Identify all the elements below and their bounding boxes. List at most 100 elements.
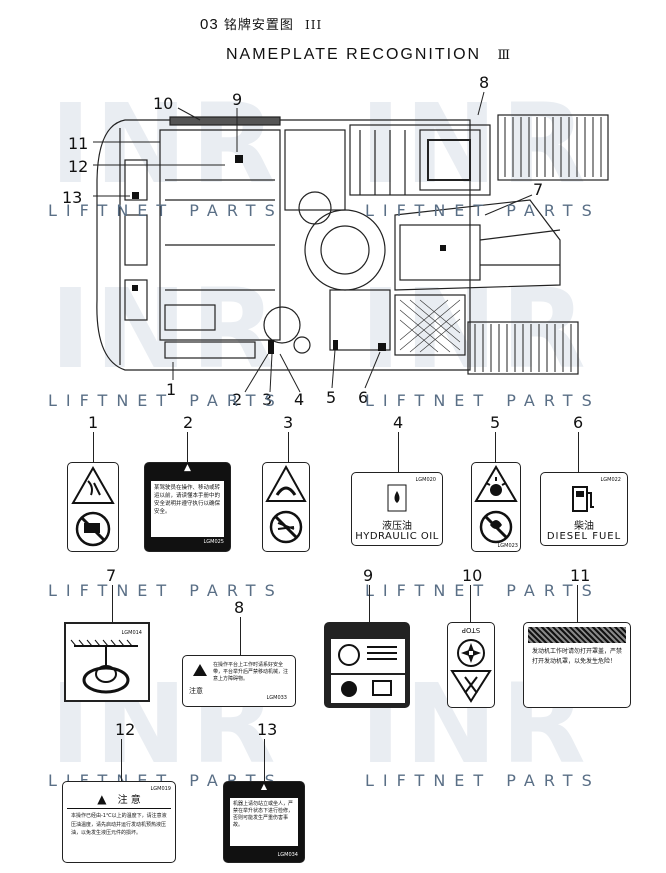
label-12-code: LGM019 (150, 786, 171, 792)
label-number-4: 4 (393, 413, 404, 432)
chapter-heading: 03 铭牌安置图 III (200, 14, 322, 33)
fuel-pump-icon (572, 486, 594, 512)
leader-line (398, 432, 399, 474)
chapter-title-cn: 铭牌安置图 (223, 17, 294, 32)
label-10-stop: STOP (461, 626, 481, 634)
label-number-3: 3 (283, 413, 294, 432)
label-13-platform-warning: ▲ 机器上请勿站立或坐人，严禁在举升状态下进行检修，否则可能发生严重伤害事故。 … (223, 781, 305, 863)
engine-pictogram-icon (331, 639, 405, 703)
leader-line (369, 585, 370, 622)
oil-drop-icon (387, 484, 407, 512)
fire-warning-icon (474, 465, 518, 544)
watermark-text: LIFTNET PARTS (365, 391, 601, 410)
label-3-entanglement-warning (262, 462, 310, 552)
label-13-text: 机器上请勿站立或坐人，严禁在举升状态下进行检修，否则可能发生严重伤害事故。 (230, 798, 298, 846)
watermark-logo: INR (50, 80, 280, 208)
page-title: NAMEPLATE RECOGNITION Ⅲ (226, 46, 512, 64)
caution-triangle-icon: ▲ (97, 792, 107, 806)
watermark-text: LIFTNET PARTS (365, 581, 601, 600)
leader-line (288, 432, 289, 462)
watermark-text: LIFTNET PARTS (365, 771, 601, 790)
leader-line (112, 585, 113, 622)
caution-triangle-icon (193, 664, 207, 676)
label-11-hood-warning: 发动机工作时请勿打开罩盖，严禁打开发动机罩，以免发生危险！ (523, 622, 631, 708)
callout-9: 9 (232, 90, 243, 109)
label-4-hydraulic-oil: LGM020 液压油 HYDRAULIC OIL (351, 472, 443, 546)
entanglement-warning-icon (265, 464, 307, 544)
callout-11: 11 (68, 134, 89, 153)
label-number-1: 1 (88, 413, 99, 432)
leader-line (577, 585, 578, 622)
leader-line (264, 739, 265, 781)
label-13-code: LGM034 (277, 852, 298, 858)
label-6-diesel-fuel: LGM022 柴油 DIESEL FUEL (540, 472, 628, 546)
label-number-8: 8 (234, 598, 245, 617)
label-6-en: DIESEL FUEL (546, 531, 622, 542)
label-12-title: 注 意 (117, 795, 141, 806)
watermark-text: LIFTNET PARTS (48, 391, 284, 410)
label-9-header (325, 623, 409, 637)
label-2-text: 某驾驶员在操作、移动或转运以前，请读懂本手册中的安全说明并遵守执行以确保安全。 (151, 481, 224, 537)
callout-1: 1 (166, 380, 177, 399)
label-7-code: LGM014 (121, 630, 142, 636)
warning-header: ▲ (184, 463, 191, 473)
chapter-roman: III (305, 18, 323, 32)
label-11-text: 发动机工作时请勿打开罩盖，严禁打开发动机罩，以免发生危险！ (532, 648, 623, 665)
label-10-stop-fan: STOP (447, 622, 495, 708)
label-number-7: 7 (106, 566, 117, 585)
callout-5: 5 (326, 388, 337, 407)
watermark-logo: INR (360, 265, 590, 393)
label-number-12: 12 (115, 720, 136, 739)
label-9-engine-safety: LGM006 (324, 622, 410, 708)
leader-line (121, 739, 122, 781)
label-8-text: 在操作平台上工作时请系好安全带，平台举升后严禁移动机械，注意上方障碍物。 (213, 662, 289, 682)
callout-13: 13 (62, 188, 83, 207)
label-9-code: LGM006 (382, 699, 403, 705)
watermark-text: LIFTNET PARTS (48, 581, 284, 600)
callout-6: 6 (358, 388, 369, 407)
label-5-code: LGM023 (497, 543, 518, 549)
label-4-cn: 液压油 (382, 521, 412, 532)
hand-crush-warning-icon (71, 465, 115, 547)
label-8-code: LGM033 (266, 695, 287, 701)
label-4-en: HYDRAULIC OIL (355, 531, 439, 542)
leader-line (93, 432, 94, 462)
watermark-logo: INR (50, 265, 280, 393)
leader-line (470, 585, 471, 622)
page-title-roman: Ⅲ (497, 48, 513, 63)
label-11-header (528, 627, 626, 643)
label-1-crush-warning (67, 462, 119, 552)
label-number-11: 11 (570, 566, 591, 585)
callout-3: 3 (262, 390, 273, 409)
label-number-2: 2 (183, 413, 194, 432)
label-6-cn: 柴油 (574, 521, 594, 532)
watermark-text: LIFTNET PARTS (365, 201, 601, 220)
tie-down-point-icon (70, 639, 138, 694)
label-13-header: ▲ (260, 782, 268, 791)
label-number-10: 10 (462, 566, 483, 585)
label-2-code: LGM025 (203, 539, 224, 545)
fan-warning-icon (450, 639, 492, 703)
label-12-low-temp-caution: LGM019 ▲ 注 意 本操作已经由-1℃以上的温度下，请注意液压油温度，请先… (62, 781, 176, 863)
chapter-number: 03 (200, 16, 219, 33)
label-number-9: 9 (363, 566, 374, 585)
label-number-13: 13 (257, 720, 278, 739)
label-7-tie-down: LGM014 (64, 622, 150, 702)
leader-line (578, 432, 579, 474)
callout-8: 8 (479, 73, 490, 92)
leader-line (240, 617, 241, 655)
label-8-caution: 注意 在操作平台上工作时请系好安全带，平台举升后严禁移动机械，注意上方障碍物。 … (182, 655, 296, 707)
callout-10: 10 (153, 94, 174, 113)
watermark-logo: INR (360, 80, 590, 208)
leader-line (495, 432, 496, 462)
label-8-caution-word: 注意 (189, 687, 203, 695)
watermark-text: LIFTNET PARTS (48, 201, 284, 220)
label-6-code: LGM022 (600, 477, 621, 483)
label-2-safety-instructions: ▲ 某驾驶员在操作、移动或转运以前，请读懂本手册中的安全说明并遵守执行以确保安全… (144, 462, 231, 552)
callout-2: 2 (232, 390, 243, 409)
callout-4: 4 (294, 390, 305, 409)
leader-line (187, 432, 188, 462)
callout-7: 7 (533, 180, 544, 199)
label-number-5: 5 (490, 413, 501, 432)
